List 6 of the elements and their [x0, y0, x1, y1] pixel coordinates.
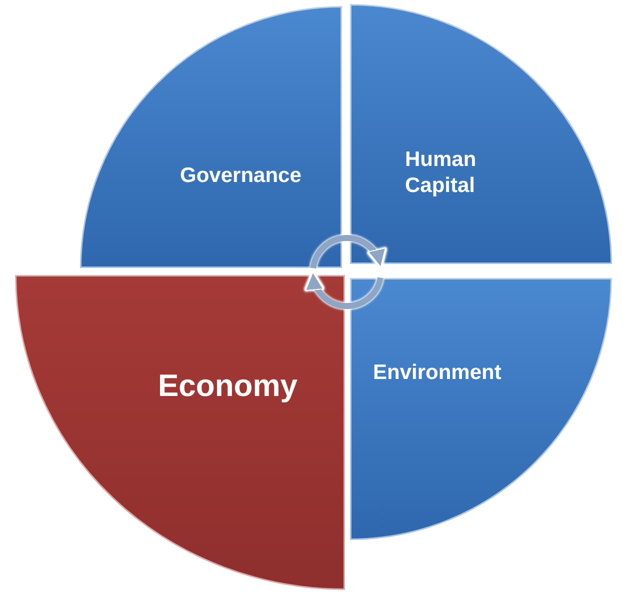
cycle-arrow — [304, 270, 384, 309]
cycle-arrow — [310, 235, 386, 270]
segment-label: Environment — [373, 360, 502, 386]
segment-label: Economy — [158, 367, 298, 405]
segment-label: Human Capital — [405, 147, 478, 200]
segment-label: Governance — [180, 163, 302, 189]
